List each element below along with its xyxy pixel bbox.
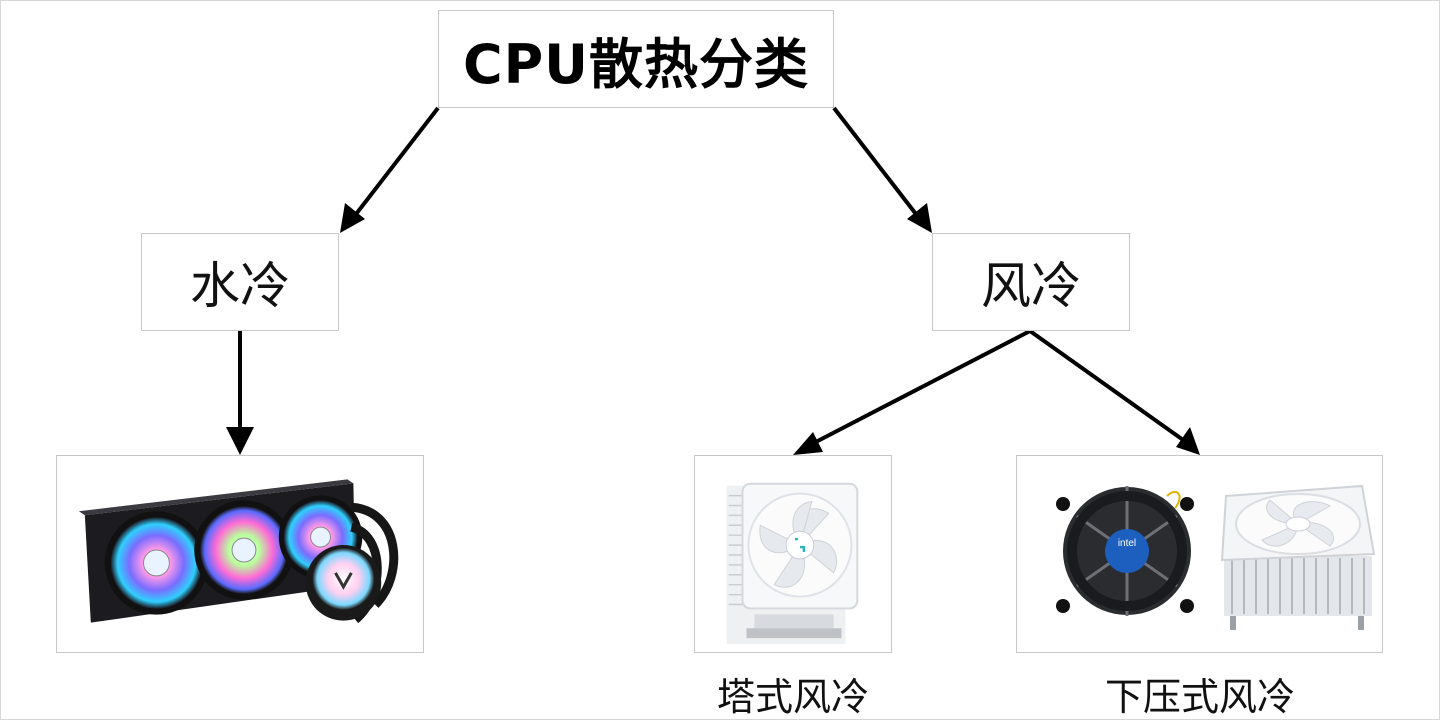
root-node: CPU散热分类 <box>438 10 834 108</box>
water-cooling-label: 水冷 <box>190 257 290 315</box>
arrowhead-aio <box>226 427 254 455</box>
arrowhead-air <box>907 203 932 233</box>
aio-liquid-cooler-image <box>78 479 399 624</box>
low-profile-cooler-image <box>1220 484 1376 630</box>
tower-image-box <box>694 455 892 653</box>
arrow-air-to-lowpro <box>1028 329 1188 444</box>
arrowhead-tower <box>793 432 823 455</box>
arrow-root-to-air <box>832 106 921 220</box>
intel-stock-cooler-image: intel <box>1056 486 1194 616</box>
root-title: CPU散热分类 <box>462 32 810 96</box>
tower-cooler-caption: 塔式风冷 <box>716 675 869 719</box>
arrow-root-to-water <box>351 106 440 220</box>
intel-sticker-text: intel <box>1118 538 1136 549</box>
lowprofile-image-box: intel <box>1016 455 1383 653</box>
arrowhead-lowpro <box>1176 427 1200 455</box>
aio-image-box <box>56 455 424 653</box>
arrowhead-water <box>340 203 365 233</box>
air-cooling-label: 风冷 <box>981 257 1081 315</box>
air-cooling-node: 风冷 <box>932 233 1130 331</box>
tower-air-cooler-image <box>726 482 859 645</box>
lowprofile-cooler-caption: 下压式风冷 <box>1104 675 1295 719</box>
water-cooling-node: 水冷 <box>141 233 339 331</box>
arrow-air-to-tower <box>809 329 1031 447</box>
